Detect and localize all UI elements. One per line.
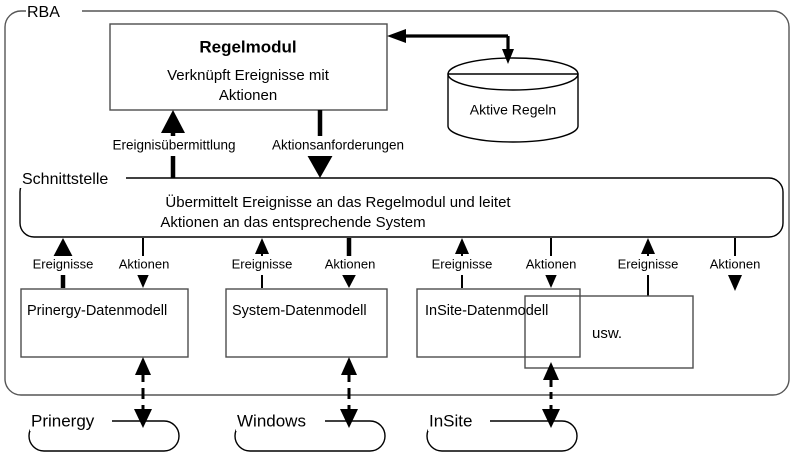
- ch2-events-arrowhead: [255, 238, 269, 254]
- system-prinergy-label-mask: [30, 413, 112, 431]
- database-cylinder-icon: Aktive Regeln: [447, 57, 579, 143]
- events-up-label-mask: [98, 136, 250, 156]
- insite-down-arrowhead: [542, 409, 560, 428]
- rba-group-container: RBA: [4, 2, 790, 396]
- system-prinergy-label: Prinergy: [31, 411, 95, 430]
- ch2-events-label-mask: [213, 256, 313, 275]
- data-model-system-box: System-Datenmodell: [225, 288, 388, 358]
- ch1-actions-label: Aktionen: [119, 256, 170, 271]
- ch1-actions-arrowhead: [136, 272, 150, 288]
- data-model-insite-border: [416, 288, 581, 358]
- rba-group-border: [4, 10, 790, 396]
- system-group-windows: Windows: [234, 411, 386, 452]
- system-windows-label: Windows: [237, 411, 306, 430]
- schnittstelle-band: Schnittstelle Übermittelt Ereignisse an …: [19, 170, 784, 238]
- ch3-events-arrowhead: [455, 238, 469, 254]
- ch3-events-label: Ereignisse: [432, 256, 493, 271]
- system-group-prinergy: Prinergy: [28, 411, 180, 452]
- data-model-prinergy-border: [20, 288, 189, 358]
- regelmodul-desc-line1: Verknüpft Ereignisse mit: [167, 67, 330, 84]
- ch3-actions-label-mask: [512, 256, 592, 275]
- data-model-prinergy-label: Prinergy-Datenmodell: [27, 303, 167, 319]
- data-model-etc-label: usw.: [592, 325, 622, 342]
- ch3-events-label-mask: [413, 256, 513, 275]
- data-model-etc-border: [524, 295, 694, 369]
- module-interface-edges: Ereignisübermittlung Aktionsanforderunge…: [98, 110, 420, 178]
- events-up-arrowhead: [161, 110, 185, 133]
- regelmodul-box-border: [109, 23, 388, 111]
- schnittstelle-border: [19, 177, 784, 238]
- database-body: [447, 73, 579, 143]
- schnittstelle-label-mask: [20, 170, 126, 188]
- ch4-events-arrowhead: [641, 238, 655, 254]
- regelmodul-database-link: [387, 29, 514, 64]
- ch3-actions-arrowhead: [544, 272, 558, 288]
- ch4-actions-arrowhead: [728, 275, 742, 291]
- schnittstelle-line2: Aktionen an das entsprechende System: [160, 214, 425, 231]
- regelmodul-title: Regelmodul: [199, 37, 296, 56]
- insite-up-arrowhead: [543, 362, 559, 380]
- system-datamodel-links: [134, 357, 560, 428]
- ch4-events-label-mask: [599, 256, 699, 275]
- ch2-actions-label: Aktionen: [325, 256, 376, 271]
- database-label: Aktive Regeln: [470, 102, 556, 118]
- ch1-actions-label-mask: [104, 256, 184, 275]
- rba-label-mask: [26, 2, 82, 21]
- schnittstelle-group-label: Schnittstelle: [22, 171, 108, 188]
- module-to-rules-arrowhead: [502, 49, 514, 64]
- database-top-ellipse: [447, 57, 579, 91]
- windows-down-arrowhead: [340, 409, 358, 428]
- data-model-prinergy-box: Prinergy-Datenmodell: [20, 288, 189, 358]
- prinergy-up-arrowhead: [135, 357, 151, 375]
- data-model-insite-label: InSite-Datenmodell: [425, 303, 548, 319]
- rules-to-module-arrowhead: [387, 29, 406, 43]
- regelmodul-box: Regelmodul Verknüpft Ereignisse mit Akti…: [109, 23, 388, 111]
- system-insite-label-mask: [428, 413, 490, 431]
- data-model-insite-box: InSite-Datenmodell: [416, 288, 581, 358]
- channel-prinergy: Ereignisse Aktionen: [14, 238, 184, 288]
- ch4-actions-label-mask: [696, 256, 776, 275]
- regelmodul-desc-line2: Aktionen: [219, 87, 277, 104]
- channel-etc: Ereignisse Aktionen: [599, 238, 776, 296]
- ch2-actions-label-mask: [310, 256, 390, 275]
- system-windows-label-mask: [236, 413, 325, 431]
- data-model-system-border: [225, 288, 388, 358]
- prinergy-down-arrowhead: [134, 409, 152, 428]
- channel-system: Ereignisse Aktionen: [213, 238, 390, 288]
- actions-down-label-mask: [255, 136, 420, 156]
- system-insite-label: InSite: [429, 411, 472, 430]
- data-model-system-label: System-Datenmodell: [232, 303, 367, 319]
- system-insite-border: [426, 420, 578, 452]
- ch1-events-label-mask: [14, 256, 114, 275]
- ch1-events-label: Ereignisse: [33, 256, 94, 271]
- windows-up-arrowhead: [341, 357, 357, 375]
- channel-insite: Ereignisse Aktionen: [413, 238, 592, 288]
- data-model-etc-box: usw.: [524, 295, 694, 369]
- ch4-events-label: Ereignisse: [618, 256, 679, 271]
- ch3-actions-label: Aktionen: [526, 256, 577, 271]
- ch4-actions-label: Aktionen: [710, 256, 761, 271]
- events-up-label: Ereignisübermittlung: [112, 138, 235, 153]
- actions-down-label: Aktionsanforderungen: [272, 138, 404, 153]
- rba-group-label: RBA: [27, 4, 60, 21]
- actions-down-arrowhead: [307, 155, 333, 178]
- ch2-events-label: Ereignisse: [232, 256, 293, 271]
- system-group-insite: InSite: [426, 411, 578, 452]
- schnittstelle-line1: Übermittelt Ereignisse an das Regelmodul…: [165, 193, 511, 211]
- ch1-events-arrowhead: [52, 238, 74, 259]
